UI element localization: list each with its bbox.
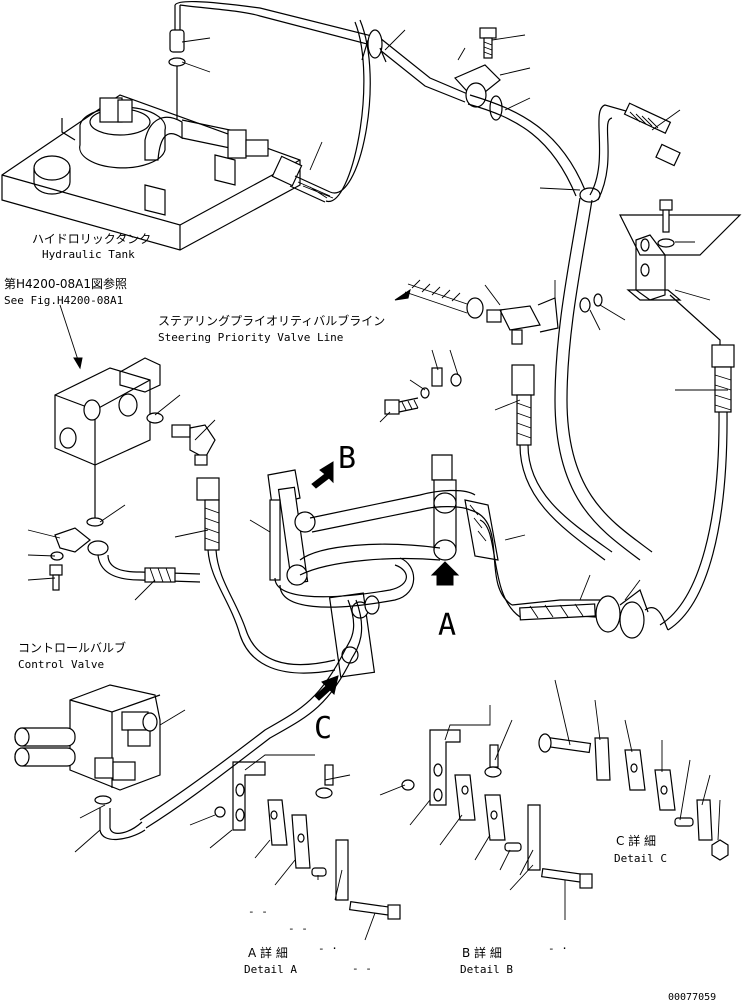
- detail-a-label-jp: A 詳 細: [248, 945, 288, 960]
- steering-label-en: Steering Priority Valve Line: [158, 331, 343, 344]
- right-hose: [659, 294, 735, 631]
- dash-mark-1: - -: [248, 905, 268, 918]
- top-return-hose: [168, 0, 681, 561]
- view-label-c: C: [314, 711, 332, 746]
- priority-valve-block: [54, 357, 164, 527]
- elbow-fitting: [171, 424, 216, 466]
- view-label-a: A: [438, 608, 456, 643]
- see-fig-label-en: See Fig.H4200-08A1: [4, 294, 123, 307]
- see-fig-pointer-arrow: [59, 304, 83, 370]
- left-fittings: [49, 527, 201, 591]
- view-arrow-b: [311, 461, 334, 489]
- right-bracket: [619, 199, 742, 301]
- dash-mark-4: - -: [352, 962, 372, 975]
- detail-b-label-jp: B 詳 細: [462, 945, 502, 960]
- steel-tubes: [274, 489, 669, 639]
- clamp-assembly-b: [267, 469, 316, 586]
- clamp-assembly-a: [431, 454, 499, 561]
- hydraulic-tank-label-en: Hydraulic Tank: [42, 248, 135, 261]
- hydraulic-tank-label-jp: ハイドロリックタンク: [32, 232, 151, 246]
- control-valve: [14, 684, 161, 840]
- dash-mark-3: - ·: [318, 942, 338, 955]
- clamp-bolt: [479, 27, 497, 59]
- drawing-number: 00077059: [668, 992, 716, 1003]
- detail-c-parts: [538, 733, 729, 861]
- detail-b-parts: [401, 729, 593, 889]
- detail-a-label-en: Detail A: [244, 963, 297, 976]
- view-arrow-c: [314, 675, 339, 701]
- see-fig-label-jp: 第H4200-08A1図参照: [4, 276, 127, 291]
- hydraulic-tank: [1, 19, 371, 251]
- dash-mark-2: - -: [288, 922, 308, 935]
- center-hose: [511, 364, 613, 561]
- detail-b-label-en: Detail B: [460, 963, 513, 976]
- detail-a-parts: [214, 761, 401, 920]
- view-label-b: B: [338, 441, 356, 476]
- control-valve-label-jp: コントロールバルブ: [18, 640, 126, 655]
- control-valve-label-en: Control Valve: [18, 658, 104, 671]
- leader-lines: [27, 29, 728, 941]
- steering-valve-connector: [384, 279, 603, 415]
- control-valve-hose: [139, 477, 363, 829]
- dash-mark-5: - ·: [548, 942, 568, 955]
- detail-c-label-en: Detail C: [614, 852, 667, 865]
- steering-pointer-arrow: [394, 288, 411, 301]
- detail-c-label-jp: C 詳 細: [616, 833, 656, 848]
- steering-label-jp: ステアリングプライオリティバルブライン: [158, 313, 385, 328]
- view-arrow-a: [430, 561, 460, 586]
